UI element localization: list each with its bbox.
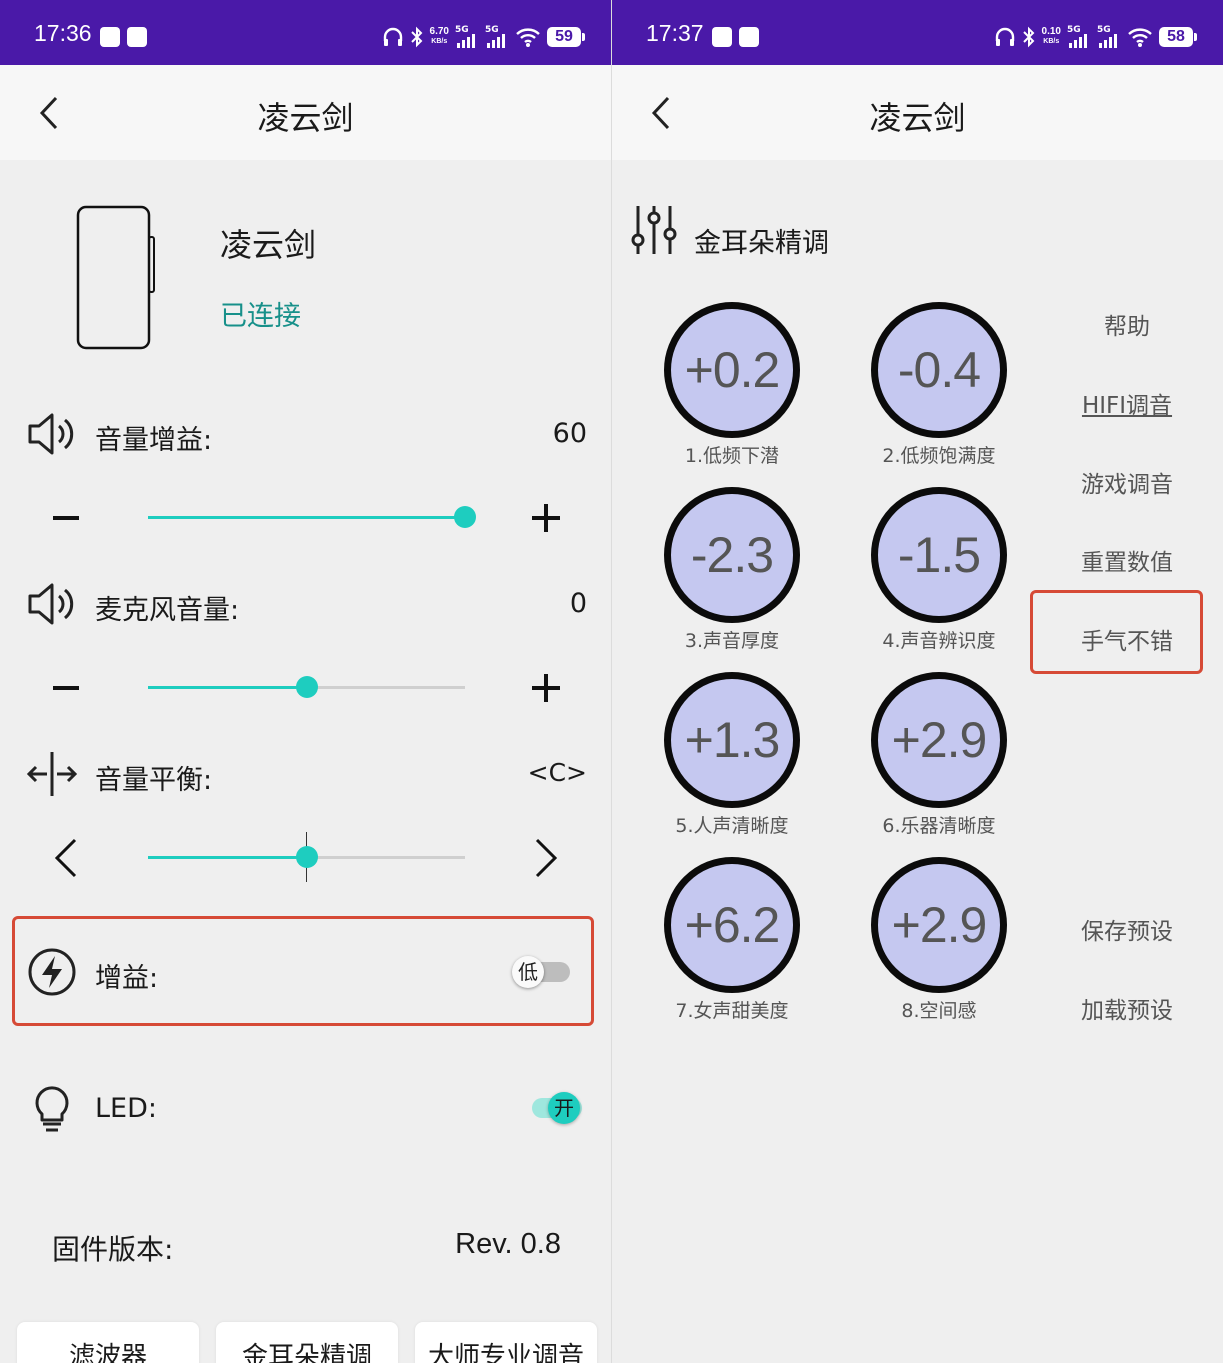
lightning-icon (28, 948, 76, 996)
bluetooth-icon (1022, 26, 1034, 48)
reset-values-button[interactable]: 重置数值 (1081, 550, 1173, 576)
mic-volume-value: 0 (569, 588, 587, 619)
tab-master-tuning[interactable]: 大师专业调音 (415, 1322, 597, 1363)
gain-highlight-box (12, 916, 594, 1026)
volume-gain-increase-button[interactable] (526, 498, 566, 538)
save-preset-button[interactable]: 保存预设 (1081, 919, 1173, 945)
tab-golden-ear[interactable]: 金耳朵精调 (216, 1322, 398, 1363)
knob-label: 7.女声甜美度 (675, 1000, 789, 1022)
wifi-icon (516, 28, 540, 47)
back-arrow-icon[interactable] (34, 95, 64, 131)
help-button[interactable]: 帮助 (1104, 314, 1150, 340)
knob-sound-thickness[interactable]: -2.3 (664, 487, 800, 623)
slider-thumb[interactable] (295, 676, 318, 698)
balance-slider[interactable] (148, 832, 465, 882)
mic-volume-increase-button[interactable] (526, 668, 566, 708)
bluetooth-icon (410, 26, 422, 48)
speaker-icon (28, 583, 74, 625)
equalizer-sliders-icon (631, 206, 677, 254)
knob-label: 6.乐器清晰度 (882, 815, 996, 837)
lucky-highlight-box (1030, 590, 1203, 674)
slider-thumb[interactable] (295, 846, 318, 868)
load-preset-button[interactable]: 加载预设 (1081, 998, 1173, 1024)
balance-left-button[interactable] (46, 838, 86, 878)
knob-label: 8.空间感 (901, 1000, 977, 1022)
game-tuning-button[interactable]: 游戏调音 (1081, 472, 1173, 498)
knob-sound-recognition[interactable]: -1.5 (871, 487, 1007, 623)
lightbulb-icon (35, 1086, 69, 1132)
gain-toggle[interactable]: 低 (512, 956, 572, 988)
balance-value: <C> (527, 758, 587, 787)
notification-icon (100, 27, 120, 47)
knob-label: 1.低频下潜 (684, 445, 780, 467)
section-title: 金耳朵精调 (694, 228, 829, 259)
knob-label: 5.人声清晰度 (675, 815, 789, 837)
signal-5g-icon: 5G (485, 25, 509, 49)
knob-label: 2.低频饱满度 (882, 445, 996, 467)
knob-label: 4.声音辨识度 (882, 630, 996, 652)
qq-icon (739, 27, 759, 47)
gain-label: 增益: (95, 963, 159, 994)
volume-gain-value: 60 (552, 418, 587, 449)
battery-icon: 58 (1159, 27, 1197, 47)
page-title: 凌云剑 (257, 99, 354, 137)
firmware-label: 固件版本: (52, 1233, 174, 1266)
app-bar: 凌云剑 (0, 65, 611, 160)
balance-label: 音量平衡: (95, 765, 213, 796)
device-icon (76, 205, 155, 350)
knob-instrument-clarity[interactable]: +2.9 (871, 672, 1007, 808)
slider-thumb[interactable] (454, 506, 476, 528)
speaker-icon (28, 413, 74, 455)
knob-label: 3.声音厚度 (684, 630, 780, 652)
connection-status: 已连接 (220, 301, 301, 332)
tab-filter[interactable]: 滤波器 (17, 1322, 199, 1363)
notification-icon (712, 27, 732, 47)
knob-low-frequency-depth[interactable]: +0.2 (664, 302, 800, 438)
hifi-tuning-button[interactable]: HIFI调音 (1081, 393, 1173, 419)
signal-5g-icon: 5G (1097, 25, 1121, 49)
volume-gain-decrease-button[interactable] (46, 498, 86, 538)
firmware-value: Rev. 0.8 (455, 1228, 561, 1260)
volume-gain-label: 音量增益: (95, 425, 213, 456)
mic-volume-label: 麦克风音量: (95, 595, 240, 626)
led-toggle[interactable]: 开 (524, 1092, 584, 1124)
wifi-icon (1128, 28, 1152, 47)
mic-volume-slider[interactable] (148, 676, 465, 698)
mic-volume-decrease-button[interactable] (46, 668, 86, 708)
headphones-icon (995, 27, 1014, 46)
app-bar: 凌云剑 (612, 65, 1223, 160)
qq-icon (127, 27, 147, 47)
feeling-lucky-button[interactable]: 手气不错 (1081, 629, 1173, 655)
page-title: 凌云剑 (869, 99, 966, 137)
led-label: LED: (95, 1093, 157, 1124)
screen-divider (611, 0, 612, 1363)
volume-gain-slider[interactable] (148, 506, 476, 528)
headphones-icon (383, 27, 402, 46)
knob-spatial-sense[interactable]: +2.9 (871, 857, 1007, 993)
back-arrow-icon[interactable] (646, 95, 676, 131)
balance-arrows-icon (26, 752, 78, 796)
knob-vocal-clarity[interactable]: +1.3 (664, 672, 800, 808)
knob-female-vocal-sweetness[interactable]: +6.2 (664, 857, 800, 993)
status-time: 17:36 (34, 20, 92, 46)
device-name: 凌云剑 (220, 226, 317, 264)
signal-5g-icon: 5G (1067, 25, 1091, 49)
signal-5g-icon: 5G (455, 25, 479, 49)
balance-right-button[interactable] (526, 838, 566, 878)
knob-low-frequency-fullness[interactable]: -0.4 (871, 302, 1007, 438)
battery-icon: 59 (547, 27, 585, 47)
status-time: 17:37 (646, 20, 704, 46)
